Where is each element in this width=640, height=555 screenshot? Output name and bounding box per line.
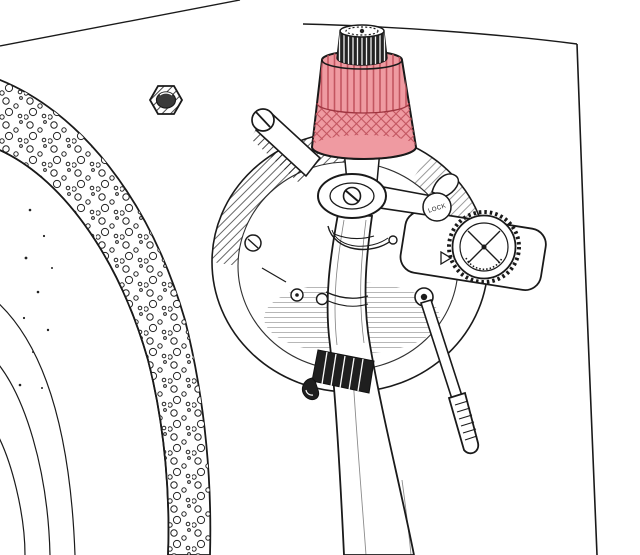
platter-grooves [0, 303, 76, 555]
lock-assembly: LOCK [377, 173, 460, 222]
platter-speckles [18, 208, 53, 389]
plinth-edge [0, 0, 598, 555]
stylus-force-cap [336, 24, 388, 66]
counterweight[interactable] [310, 50, 418, 160]
pointer-triangle [440, 250, 453, 266]
rear-bracket [250, 108, 322, 182]
cue-lever [419, 299, 480, 455]
arm-clip [301, 349, 375, 401]
platter-edge [0, 79, 212, 555]
hex-bolt [148, 85, 184, 115]
anti-skate-dial [447, 210, 521, 284]
finger-lift-wire [327, 225, 398, 251]
lock-ring [422, 192, 452, 222]
